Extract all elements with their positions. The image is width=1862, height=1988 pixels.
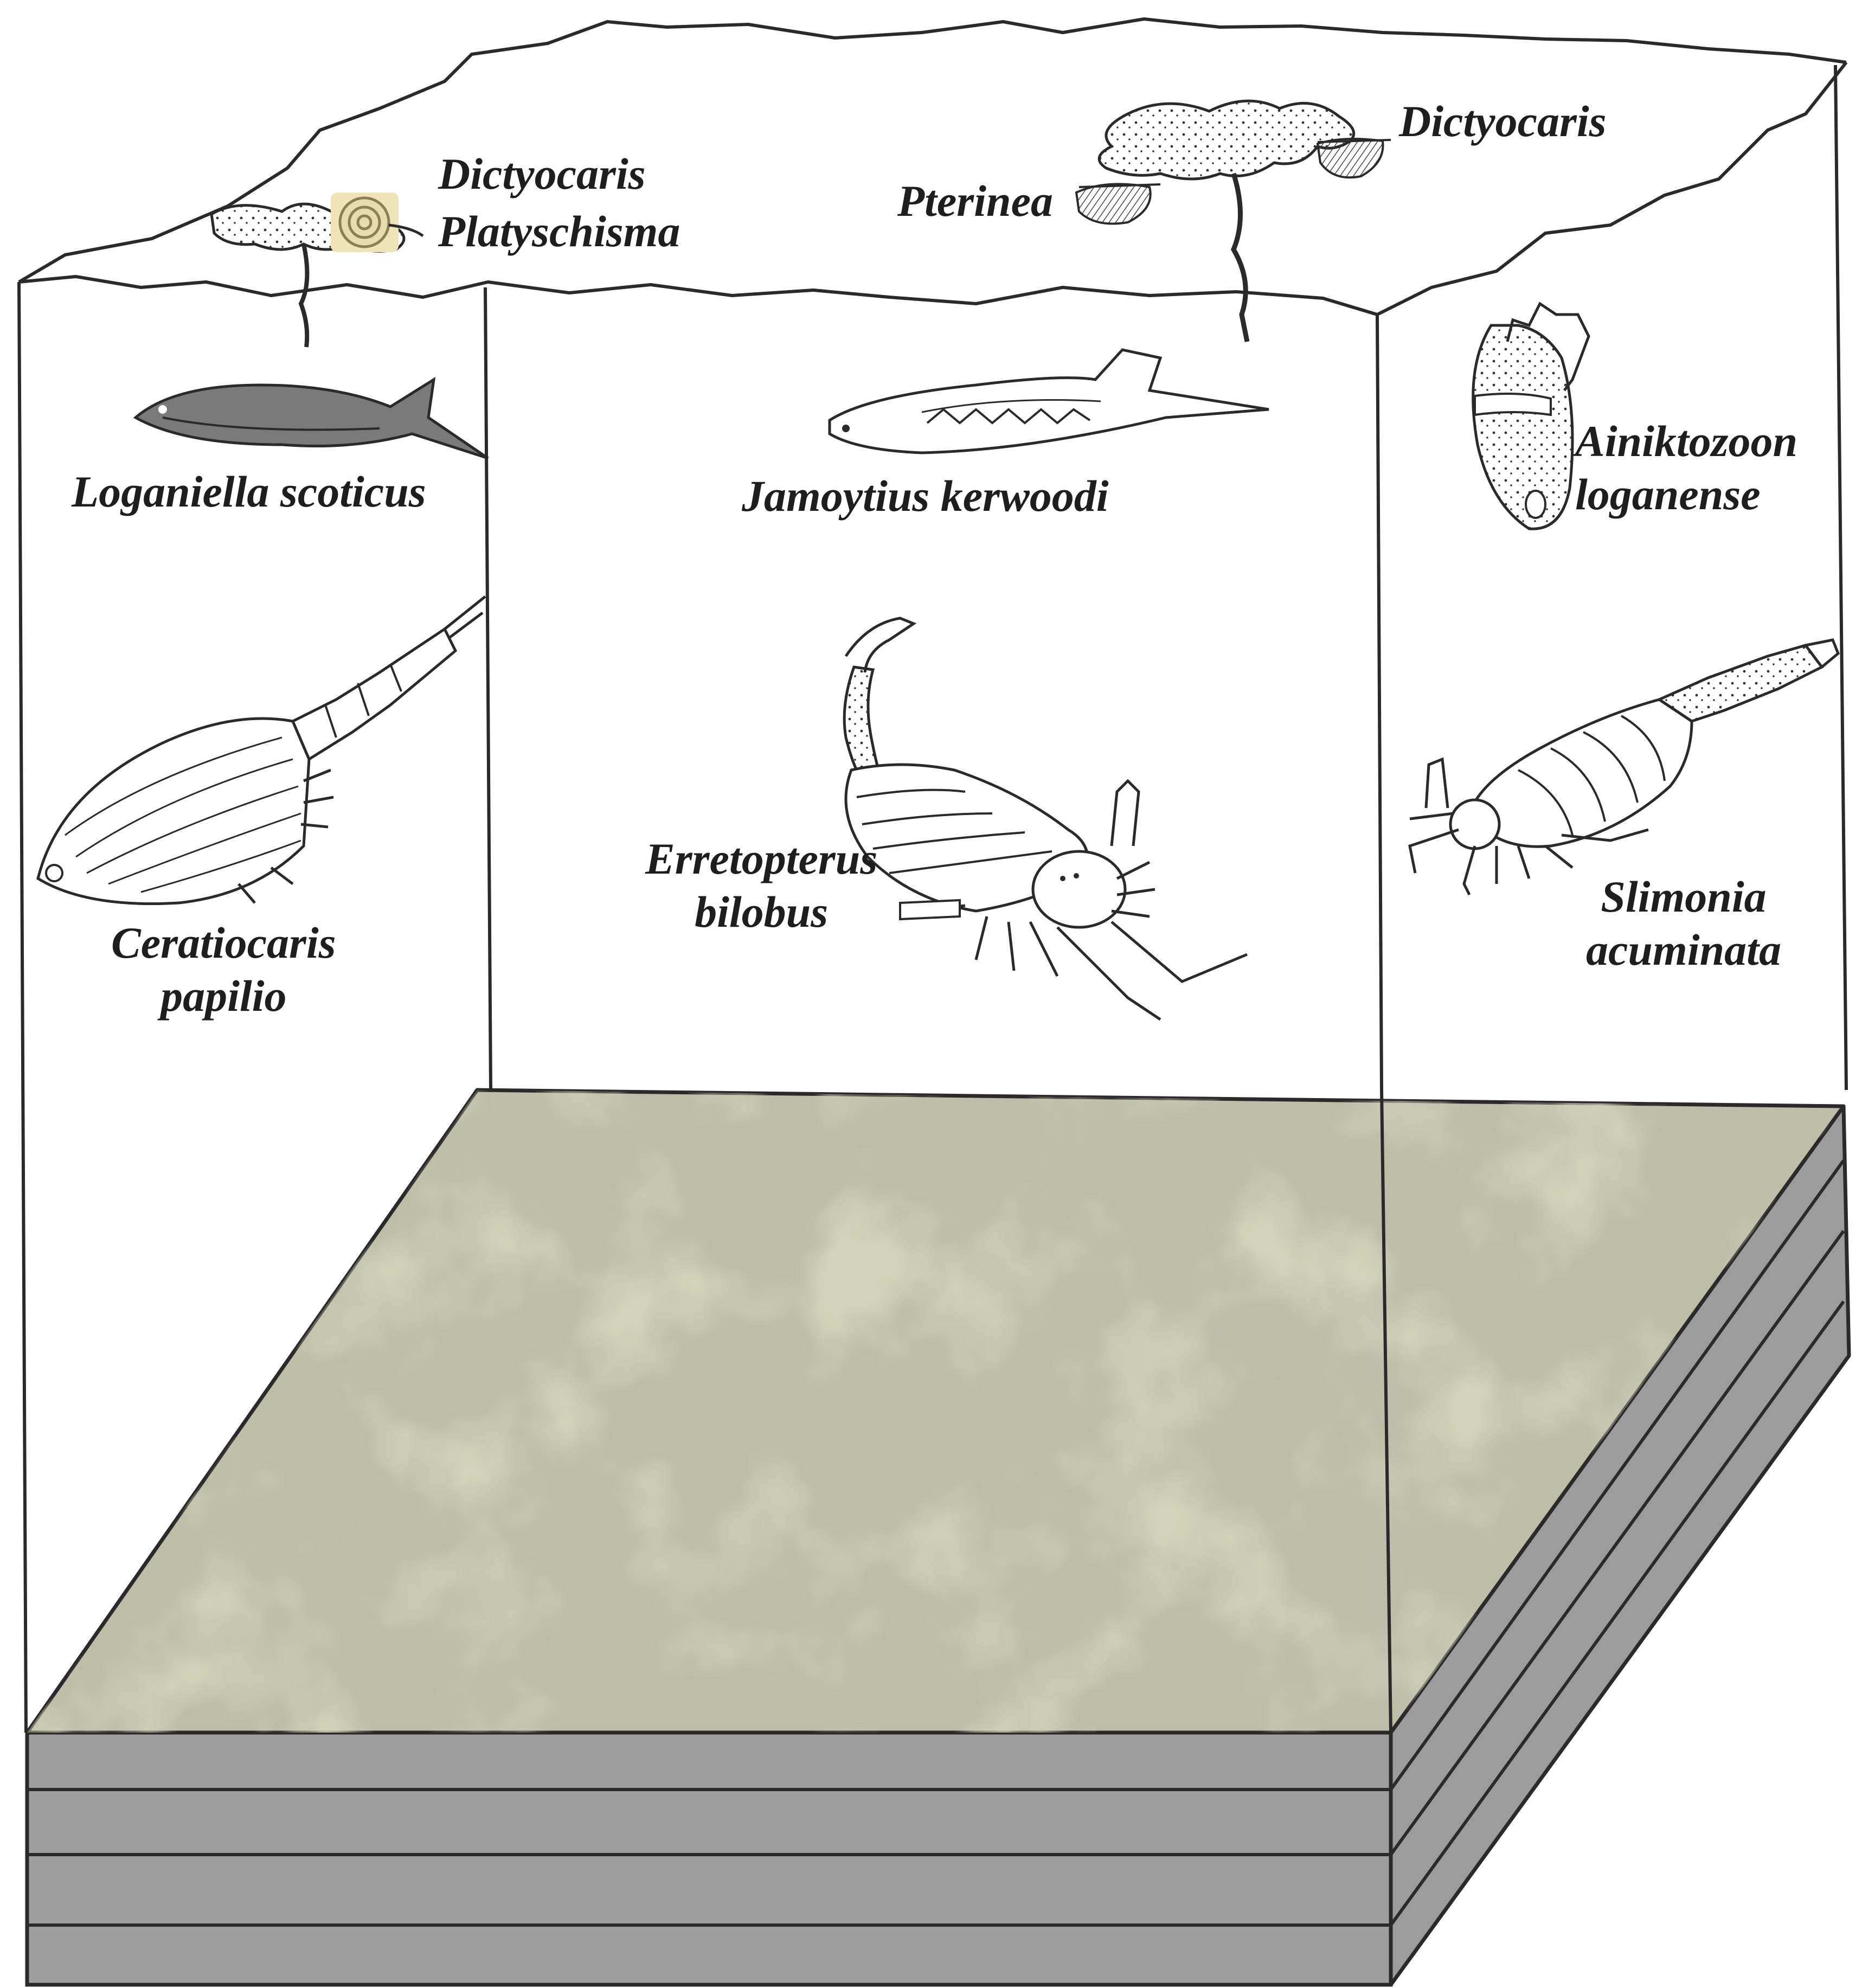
- label-ceratiocaris: Ceratiocaris papilio: [111, 916, 336, 1023]
- label-ainiktozoon-line1: Ainiktozoon: [1575, 416, 1798, 466]
- strata-lines-side: [1389, 1159, 1845, 1926]
- label-jamoytius: Jamoytius kerwoodi: [742, 471, 1109, 521]
- jamoytius-icon: [828, 348, 1269, 454]
- mid-left-edge: [484, 287, 492, 1091]
- label-erretopterus: Erretopterus bilobus: [645, 832, 877, 939]
- label-ainiktozoon: Ainiktozoon loganense: [1575, 415, 1797, 522]
- label-ainiktozoon-line2: loganense: [1575, 470, 1761, 520]
- label-slimonia-line1: Slimonia: [1601, 872, 1767, 921]
- pterinea-bivalve-icon: [1075, 183, 1161, 225]
- label-erretopterus-line1: Erretopterus: [645, 834, 878, 883]
- label-platyschisma: Platyschisma: [438, 207, 680, 256]
- water-surface-line: [18, 17, 1847, 284]
- loganiella-fish-icon: [133, 377, 489, 460]
- label-erretopterus-line2: bilobus: [695, 887, 829, 937]
- water-surface-right-edge: [1376, 61, 1848, 316]
- label-loganiella: Loganiella scoticus: [72, 467, 426, 516]
- back-right-edge: [1834, 65, 1848, 1091]
- left-front-edge: [17, 281, 28, 1733]
- sediment-block: [25, 1088, 1851, 1987]
- dictyocaris-right-icon: [1097, 99, 1356, 342]
- label-ceratiocaris-line2: papilio: [160, 971, 287, 1021]
- water-surface-front-edge: [18, 275, 1378, 316]
- strata-lines-front: [27, 1788, 1391, 1927]
- erretopterus-icon: [843, 617, 1248, 1021]
- label-dictyocaris-right: Dictyocaris: [1399, 97, 1607, 146]
- slimonia-icon: [1408, 638, 1840, 896]
- label-ceratiocaris-line1: Ceratiocaris: [111, 918, 336, 967]
- platyschisma-snail-icon: [331, 193, 424, 252]
- sediment-front-face: [25, 1730, 1393, 1987]
- label-pterinea: Pterinea: [897, 176, 1053, 226]
- front-right-edge: [1376, 314, 1383, 1091]
- water-column-outline: [17, 17, 1848, 1733]
- ceratiocaris-icon: [36, 595, 486, 906]
- label-dictyocaris-left: Dictyocaris: [438, 149, 646, 198]
- front-right-edge-lower: [1380, 1089, 1392, 1733]
- dictyocaris-bivalve-icon: [1316, 138, 1391, 179]
- label-slimonia-line2: acuminata: [1586, 925, 1781, 975]
- label-slimonia: Slimonia acuminata: [1586, 870, 1781, 977]
- ainiktozoon-icon: [1472, 302, 1590, 530]
